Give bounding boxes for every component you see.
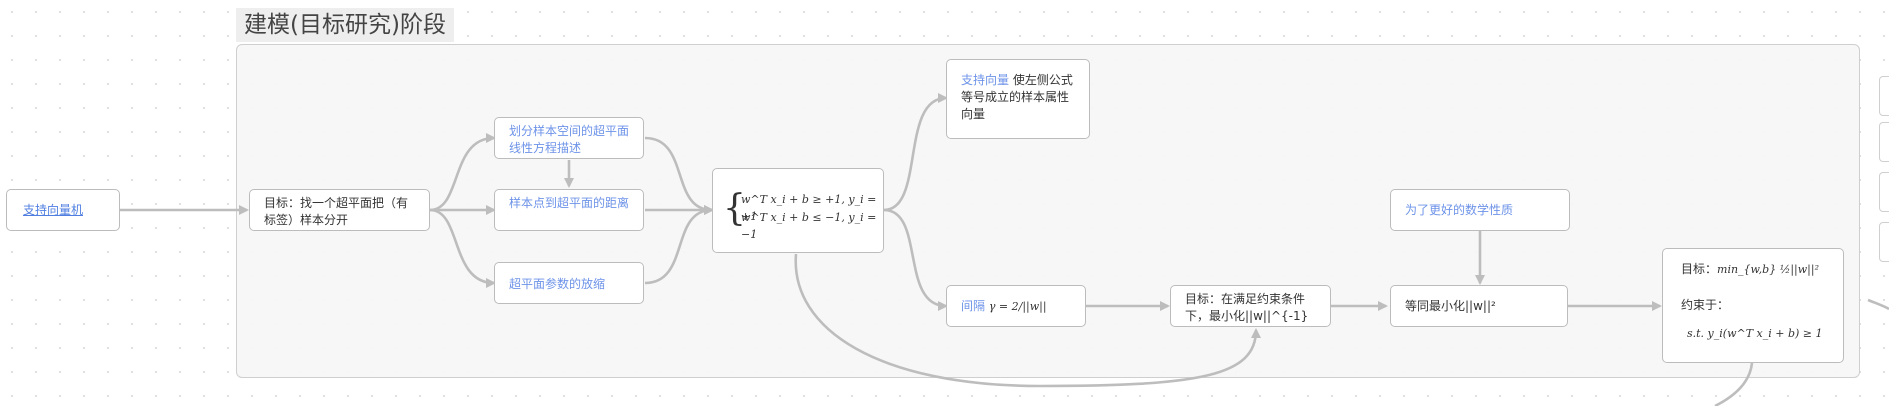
margin-term: 间隔 [961, 299, 986, 313]
side-tab[interactable] [1879, 172, 1889, 212]
better-math-node[interactable]: 为了更好的数学性质 [1390, 189, 1570, 231]
constraint-line-1: w^T x_i + b ≥ +1, y_i = +1 [741, 193, 877, 223]
final-subject-label: 约束于： [1681, 298, 1730, 312]
goal-node[interactable]: 目标：找一个超平面把（有标签）样本分开 [249, 189, 430, 231]
final-goal-label: 目标： [1681, 262, 1718, 276]
edge-constraint-goal2 [794, 253, 1261, 388]
edge-goal-hyperplane [429, 133, 496, 212]
support-vector-desc: 使左侧公式等号成立的样本属性向量 [961, 73, 1073, 121]
final-goal-row: 目标：min_{w,b} ½||w||² [1681, 261, 1819, 278]
support-vector-term: 支持向量 [961, 73, 1010, 87]
distance-label: 样本点到超平面的距离 [509, 196, 630, 210]
scaling-label: 超平面参数的放缩 [509, 277, 606, 291]
root-node-svm[interactable]: 支持向量机 [6, 189, 120, 231]
support-vector-text: 支持向量 使左侧公式等号成立的样本属性向量 [961, 72, 1077, 123]
better-math-label: 为了更好的数学性质 [1405, 203, 1514, 217]
edge-scaling-constraint [644, 205, 714, 285]
edge-constraint-margin [883, 208, 948, 311]
edge-goal-scaling [429, 208, 496, 288]
final-objective-node[interactable]: 目标：min_{w,b} ½||w||² 约束于： s.t. y_i(w^T x… [1662, 248, 1844, 363]
margin-formula: γ = 2/||w|| [988, 300, 1047, 313]
edge-final-right [1867, 298, 1889, 311]
constraint-node[interactable]: { w^T x_i + b ≥ +1, y_i = +1 w^T x_i + b… [712, 168, 884, 253]
scaling-node[interactable]: 超平面参数的放缩 [494, 262, 644, 304]
final-subject-formula: s.t. y_i(w^T x_i + b) ≥ 1 [1687, 327, 1823, 340]
constraint-line-2: w^T x_i + b ≤ −1, y_i = −1 [741, 211, 877, 241]
hyperplane-label: 划分样本空间的超平面线性方程描述 [509, 124, 630, 155]
side-tab[interactable] [1879, 122, 1889, 162]
side-tab[interactable] [1879, 76, 1889, 116]
edge-hyperplane-constraint [644, 136, 714, 215]
equiv-node[interactable]: 等同最小化||w||² [1390, 285, 1568, 327]
hyperplane-node[interactable]: 划分样本空间的超平面线性方程描述 [494, 117, 644, 159]
side-tab[interactable] [1879, 222, 1889, 262]
edge-constraint-support [883, 93, 948, 212]
edge-final-return [1714, 362, 1754, 406]
distance-node[interactable]: 样本点到超平面的距离 [494, 189, 644, 231]
goal2-label: 目标：在满足约束条件下，最小化||w||^{-1} [1185, 292, 1309, 323]
support-vector-node[interactable]: 支持向量 使左侧公式等号成立的样本属性向量 [946, 59, 1090, 139]
frame-title: 建模(目标研究)阶段 [236, 8, 454, 42]
equiv-label: 等同最小化||w||² [1405, 299, 1496, 313]
margin-text: 间隔 γ = 2/||w|| [961, 298, 1075, 315]
margin-node[interactable]: 间隔 γ = 2/||w|| [946, 285, 1086, 327]
final-goal-formula: min_{w,b} ½||w||² [1717, 263, 1820, 276]
goal2-node[interactable]: 目标：在满足约束条件下，最小化||w||^{-1} [1170, 285, 1331, 327]
brace: { [723, 188, 746, 229]
goal-label: 目标：找一个超平面把（有标签）样本分开 [264, 196, 409, 227]
root-link[interactable]: 支持向量机 [23, 203, 84, 217]
